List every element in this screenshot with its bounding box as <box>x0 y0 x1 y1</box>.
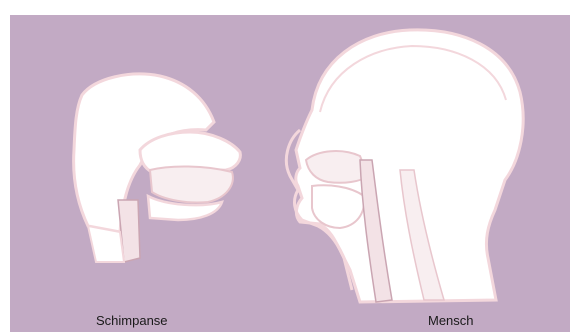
chimp-head <box>74 74 241 262</box>
human-head <box>286 30 523 302</box>
label-chimp: Schimpanse <box>96 314 168 327</box>
chimp-tongue <box>150 166 233 202</box>
human-tongue <box>312 185 364 228</box>
label-human: Mensch <box>428 314 474 327</box>
chimp-neck <box>88 226 124 262</box>
